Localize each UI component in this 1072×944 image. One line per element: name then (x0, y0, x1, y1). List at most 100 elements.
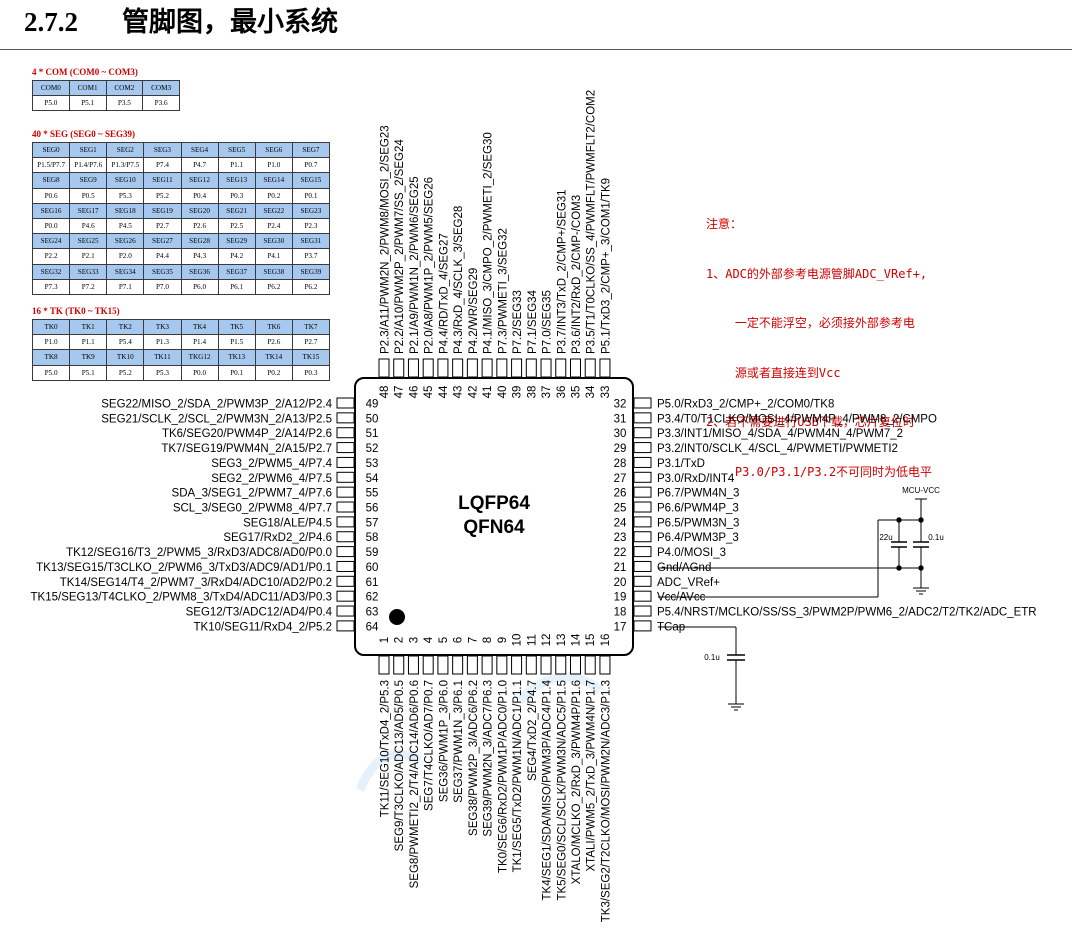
table-cell: P4.3 (180, 248, 219, 265)
pin-label: P5.0/RxD3_2/CMP+_2/COM0/TK8 (657, 399, 834, 411)
pin-number: 25 (614, 503, 627, 515)
pin-number: 30 (614, 428, 627, 440)
table-cell: P2.6 (254, 334, 293, 351)
table-cell: P0.0 (31, 217, 71, 235)
pin-number: 53 (366, 458, 379, 470)
pin-number: 44 (438, 385, 450, 398)
pin-number: 47 (394, 386, 406, 399)
pin-number: 52 (366, 443, 379, 455)
pin-number: 15 (585, 634, 597, 647)
table-cell: P0.1 (217, 364, 256, 381)
pin-stub (336, 546, 355, 558)
pin-label: SEG3_2/PWM5_4/P7.4 (211, 458, 332, 470)
pin-label: SEG2_2/PWM6_4/P7.5 (211, 473, 332, 485)
table-cell: TK5 (217, 318, 256, 336)
table-cell: TK13 (217, 349, 256, 366)
pin-label: P2.3/A11/PWM2N_2/PWM8/MOSI_2/SEG23 (380, 125, 392, 354)
pin-stub (633, 575, 652, 587)
pin-number: 38 (526, 386, 538, 399)
com-table-title: 4 * COM (COM0 ~ COM3) (32, 67, 138, 77)
pin-label: SEG39/PWM2N_3/ADC7/P6.3 (483, 680, 495, 837)
table-cell: COM3 (142, 79, 180, 97)
pin-stub (584, 655, 596, 675)
table-cell: P7.3 (31, 278, 71, 295)
pin-number: 18 (614, 607, 627, 619)
pin-number: 45 (423, 386, 435, 399)
pin-label: XTALO/MCLKO_2/RxD_3/PWM4P/P1.6 (571, 680, 583, 884)
table-cell: P2.3 (291, 217, 331, 235)
pin1-marker (389, 609, 405, 625)
pin-label: P7.2/SEG33 (512, 290, 524, 354)
pin-label: P4.4/RD/TxD_4/SEG27 (438, 233, 450, 354)
pin-label: SEG22/MISO_2/SDA_2/PWM3P_2/A12/P2.4 (101, 399, 332, 411)
pins-layer: 49SEG22/MISO_2/SDA_2/PWM3P_2/A12/P2.450S… (31, 90, 1037, 922)
pin-stub (452, 655, 464, 675)
table-cell: P0.3 (291, 364, 331, 381)
table-cell: P1.4 (180, 334, 219, 351)
pin-number: 36 (556, 386, 568, 399)
pin-number: 41 (482, 386, 494, 399)
table-cell: P0.4 (180, 187, 219, 204)
notes-line: 2、若不需要进行USB下载，芯片复位时 (706, 415, 915, 429)
pin-label: TK15/SEG13/T4CLKO_2/PWM8_3/TxD4/ADC11/AD… (31, 592, 332, 604)
pin-stub (393, 655, 405, 675)
pin-number: 60 (366, 562, 379, 574)
pin-stub (466, 655, 478, 675)
pin-number: 32 (614, 399, 627, 411)
pin-label: P2.0/A8/PWM1P_2/PWM5/SEG26 (424, 177, 436, 354)
pin-label: P3.5/T1/T0CLKO/SS_4/PWMFLT/PWMFLT2/COM2 (586, 90, 598, 354)
table-cell: P5.3 (143, 364, 182, 381)
pin-stub (336, 590, 355, 602)
pin-stub (437, 358, 449, 378)
pin-number: 61 (366, 577, 379, 589)
table-cell: SEG17 (69, 202, 108, 219)
table-cell: TK8 (31, 349, 71, 366)
chip-package-name: LQFP64 (458, 493, 530, 514)
pin-stub (633, 531, 652, 543)
table-cell: SEG22 (254, 202, 293, 219)
pin-stub (569, 655, 581, 675)
pin-label: P5.4/NRST/MCLKO/SS/SS_3/PWM2P/PWM6_2/ADC… (657, 607, 1037, 619)
table-cell: P0.1 (291, 187, 331, 204)
pin-stub (481, 655, 493, 675)
pin-label: SEG37/PWM1N_3/P6.1 (453, 680, 465, 803)
pin-stub (525, 358, 537, 378)
pin-stub (407, 358, 419, 378)
pin-number: 8 (482, 637, 494, 643)
table-cell: SEG11 (143, 172, 182, 189)
pin-label: TK1/SEG5/TxD2/PWM1N/ADC1/P1.1 (512, 680, 524, 872)
pin-number: 27 (614, 473, 627, 485)
table-cell: SEG14 (254, 172, 293, 189)
table-cell: P0.7 (291, 157, 331, 174)
pin-number: 34 (585, 385, 597, 398)
table-cell: P1.1 (217, 157, 256, 174)
table-cell: SEG29 (217, 233, 256, 250)
pin-number: 64 (366, 621, 379, 633)
pin-label: SEG18/ALE/P4.5 (243, 517, 332, 529)
pin-stub (422, 358, 434, 378)
decoupling-circuit: MCU-VCC 22u 0.1u 0.1u (658, 486, 944, 711)
table-cell: SEG28 (180, 233, 219, 250)
table-cell: TK0 (31, 318, 71, 336)
section-title: 管脚图，最小系统 (122, 7, 338, 37)
pin-number: 16 (600, 634, 612, 647)
pin-label: P3.0/RxD/INT4 (657, 473, 735, 485)
table-cell: SEG20 (180, 202, 219, 219)
table-cell: P4.5 (106, 217, 145, 235)
pin-stub (336, 605, 355, 617)
pin-number: 22 (614, 547, 627, 559)
pin-number: 43 (453, 386, 465, 399)
pin-number: 26 (614, 488, 627, 500)
pin-stub (633, 456, 652, 468)
table-cell: TKG12 (180, 349, 219, 366)
pin-number: 42 (467, 386, 479, 399)
pin-label: P4.2/WR/SEG29 (468, 268, 480, 354)
pin-stub (336, 501, 355, 513)
